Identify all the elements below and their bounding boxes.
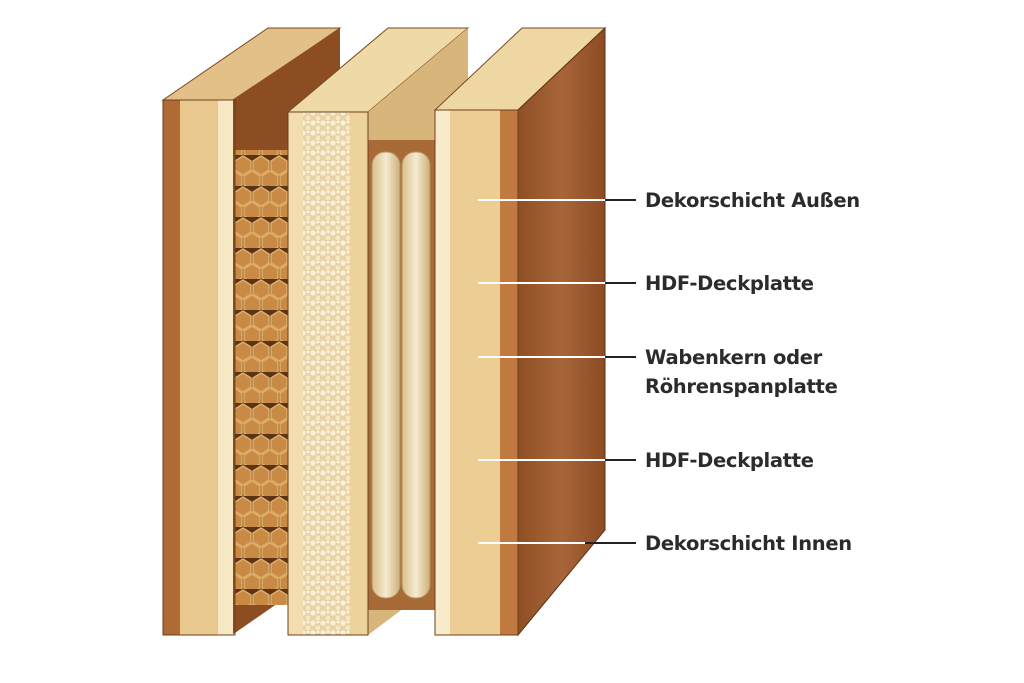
tube-core-1: [371, 151, 401, 599]
label-core: Wabenkern oder Röhrenspanplatte: [645, 343, 838, 401]
label-decor-outer: Dekorschicht Außen: [645, 189, 860, 212]
label-hdf-bottom: HDF-Deckplatte: [645, 449, 814, 472]
honeycomb-core: [235, 150, 290, 605]
tube-core-2: [401, 151, 431, 599]
panel-honeycomb: [161, 27, 342, 636]
panel-particle-board: [286, 27, 470, 636]
label-decor-inner: Dekorschicht Innen: [645, 532, 852, 555]
label-core-line1: Wabenkern oder: [645, 346, 822, 369]
label-core-line2: Röhrenspanplatte: [645, 375, 838, 398]
particle-core: [303, 112, 350, 635]
panel-front: [433, 26, 607, 637]
label-hdf-top: HDF-Deckplatte: [645, 272, 814, 295]
leader-lines: [478, 199, 636, 544]
